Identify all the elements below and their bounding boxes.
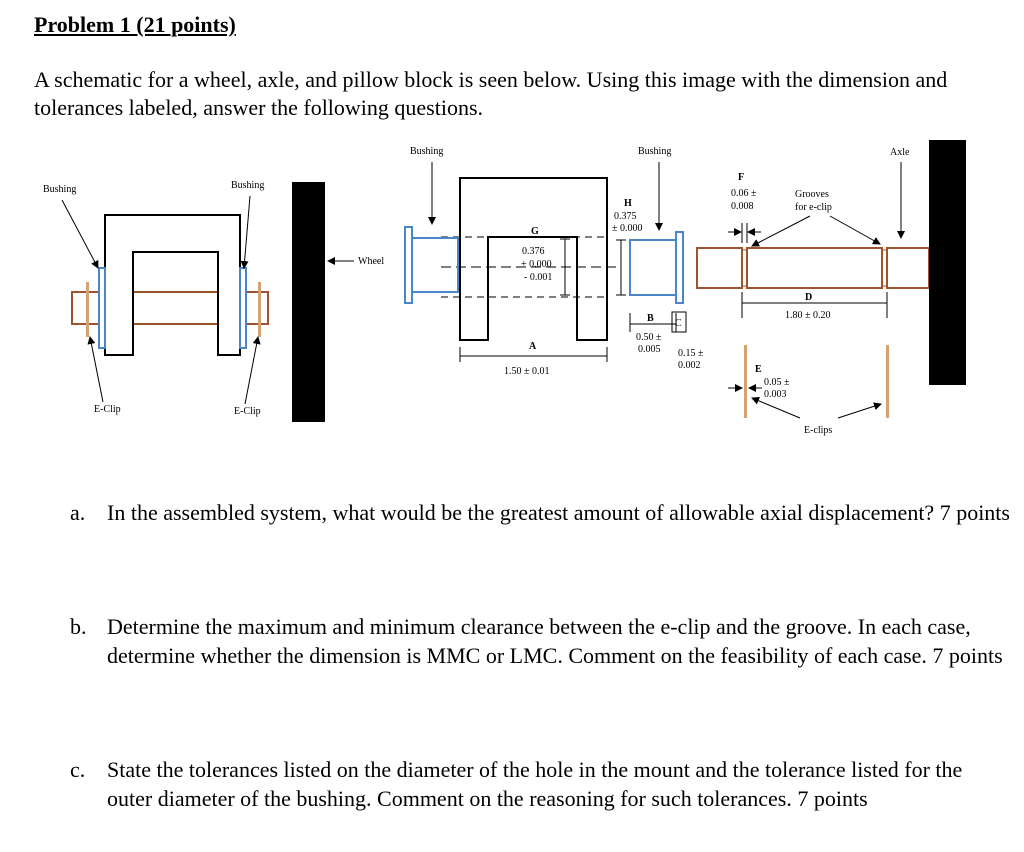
grooves-label-1: Grooves <box>795 189 829 200</box>
dim-C-value2: 0.002 <box>678 360 701 371</box>
pillow-block-left <box>104 214 241 356</box>
axle-segment-left <box>696 247 743 289</box>
bushing-top1-label: Bushing <box>410 146 443 157</box>
bushing-top2-label: Bushing <box>638 146 671 157</box>
pillow-block-detail: Bushing Bushing G 0.376 + 0.000 - 0.001 … <box>404 146 704 377</box>
bushing-detail-1-body <box>411 237 459 293</box>
dim-D-value: 1.80 ± 0.20 <box>785 310 831 321</box>
problem-title: Problem 1 (21 points) <box>34 12 236 37</box>
wheel-label: Wheel <box>358 256 384 267</box>
axle-groove-left <box>741 249 748 287</box>
question-c-text: State the tolerances listed on the diame… <box>107 757 963 811</box>
eclip-left-1 <box>86 282 89 337</box>
axle-shaft-left <box>71 291 269 325</box>
bushing-left-label: Bushing <box>43 184 76 195</box>
question-b-text: Determine the maximum and minimum cleara… <box>107 614 1003 668</box>
dim-G-value1: 0.376 <box>522 246 545 257</box>
axle-segment-mid <box>746 247 883 289</box>
question-b: b. Determine the maximum and minimum cle… <box>70 612 1010 670</box>
question-c-label: c. <box>70 757 86 782</box>
grooves-label-2: for e-clip <box>795 202 832 213</box>
dim-F-value1: 0.06 ± <box>731 188 757 199</box>
dim-H-value1: 0.375 <box>614 211 637 222</box>
wall-left <box>292 182 325 422</box>
question-a: a. In the assembled system, what would b… <box>70 498 1010 527</box>
bushing-detail-1 <box>404 226 413 304</box>
question-a-label: a. <box>70 500 86 525</box>
eclip-left-label: E-Clip <box>94 404 121 415</box>
dim-E-value2: 0.003 <box>764 389 787 400</box>
bushing-left-2 <box>239 267 247 349</box>
bushing-left-1 <box>98 267 106 349</box>
dim-F-letter: F <box>738 172 744 183</box>
axle-detail: Axle F 0.06 ± 0.008 Grooves for e-clip D… <box>696 140 966 436</box>
question-c: c. State the tolerances listed on the di… <box>70 755 1010 813</box>
axle-groove-right <box>881 249 888 287</box>
eclips-label: E-clips <box>804 425 832 436</box>
eclip-left-2 <box>258 282 261 337</box>
assembly-view: Bushing Bushing E-Clip E-Clip Wheel <box>43 180 384 422</box>
axle-segment-right <box>886 247 930 289</box>
dim-C-letter: C <box>675 318 682 329</box>
bushing-detail-2-flange <box>675 231 684 304</box>
dim-G-letter: G <box>531 226 539 237</box>
schematic-diagram: Bushing Bushing E-Clip E-Clip Wheel Bush… <box>43 140 966 436</box>
dim-H-letter: H <box>624 198 632 209</box>
dim-A-letter: A <box>529 341 537 352</box>
wall-right <box>929 140 966 385</box>
question-a-text: In the assembled system, what would be t… <box>107 500 1010 525</box>
dim-E-value1: 0.05 ± <box>764 377 790 388</box>
dim-C-value1: 0.15 ± <box>678 348 704 359</box>
dim-H-value2: ± 0.000 <box>612 223 643 234</box>
dim-E-letter: E <box>755 364 762 375</box>
problem-intro: A schematic for a wheel, axle, and pillo… <box>34 67 948 120</box>
dim-G-value2: + 0.000 <box>521 259 552 270</box>
pillow-block-mid <box>459 177 608 341</box>
dim-D-letter: D <box>805 292 812 303</box>
dim-F-value2: 0.008 <box>731 201 754 212</box>
eclip-right-1 <box>744 345 747 418</box>
question-b-label: b. <box>70 614 87 639</box>
dim-G-value3: - 0.001 <box>524 272 552 283</box>
bushing-mid-label: Bushing <box>231 180 264 191</box>
bushing-detail-2 <box>629 239 677 296</box>
dim-C-box <box>671 311 687 333</box>
eclip-right-2 <box>886 345 889 418</box>
dim-B-letter: B <box>647 313 654 324</box>
axle-label: Axle <box>890 147 910 158</box>
dim-B-value2: 0.005 <box>638 344 661 355</box>
eclip-mid-label: E-Clip <box>234 406 261 417</box>
dim-A-value: 1.50 ± 0.01 <box>504 366 550 377</box>
dim-B-value1: 0.50 ± <box>636 332 662 343</box>
